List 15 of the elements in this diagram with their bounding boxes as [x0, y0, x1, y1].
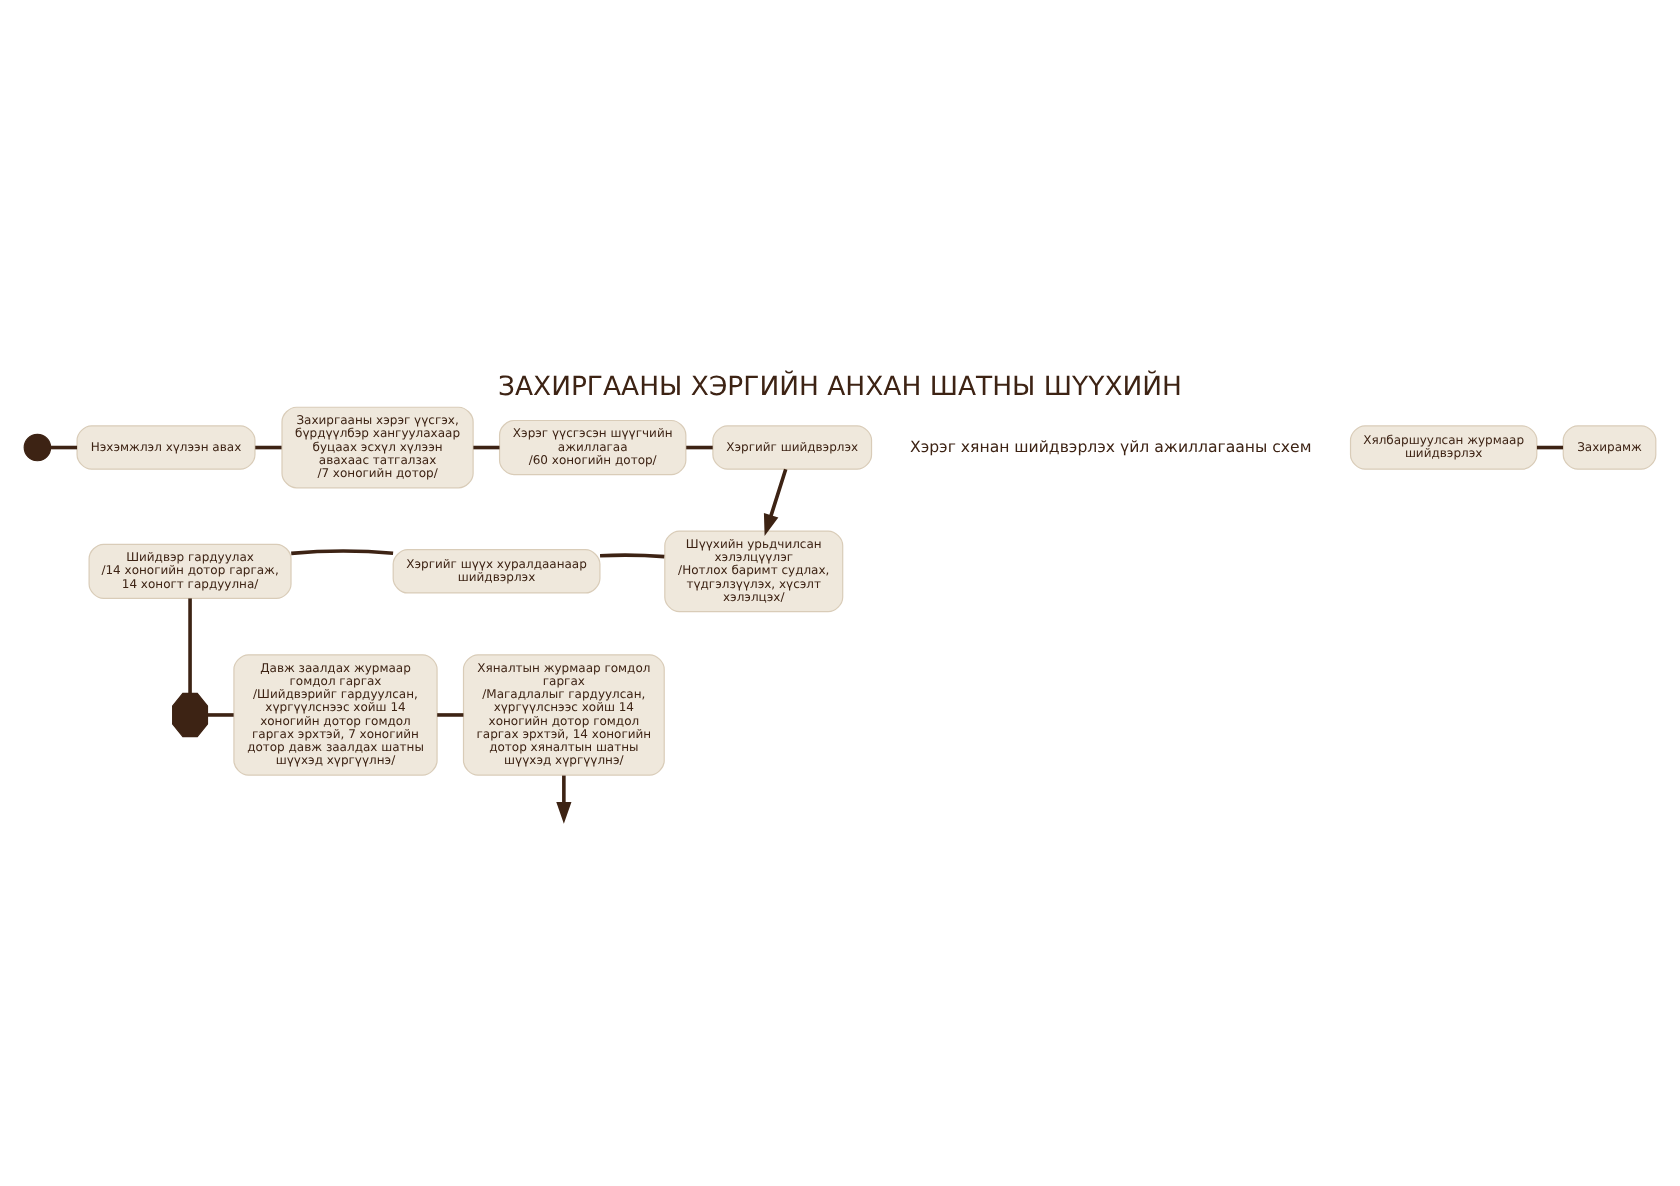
connector — [207, 712, 234, 716]
connector — [473, 444, 500, 449]
diagram-title: ЗАХИРГААНЫ ХЭРГИЙН АНХАН ШАТНЫ ШҮҮХИЙН — [498, 371, 1182, 402]
arrow — [556, 774, 572, 823]
connector — [599, 552, 665, 558]
connector — [1536, 444, 1564, 449]
connector — [437, 712, 464, 716]
node-gear — [172, 691, 209, 737]
connector — [188, 597, 192, 693]
connector — [686, 444, 713, 449]
connector — [51, 444, 78, 449]
node-circle — [23, 432, 52, 461]
arrow — [763, 467, 788, 535]
connector — [255, 444, 282, 449]
connector — [291, 548, 394, 555]
